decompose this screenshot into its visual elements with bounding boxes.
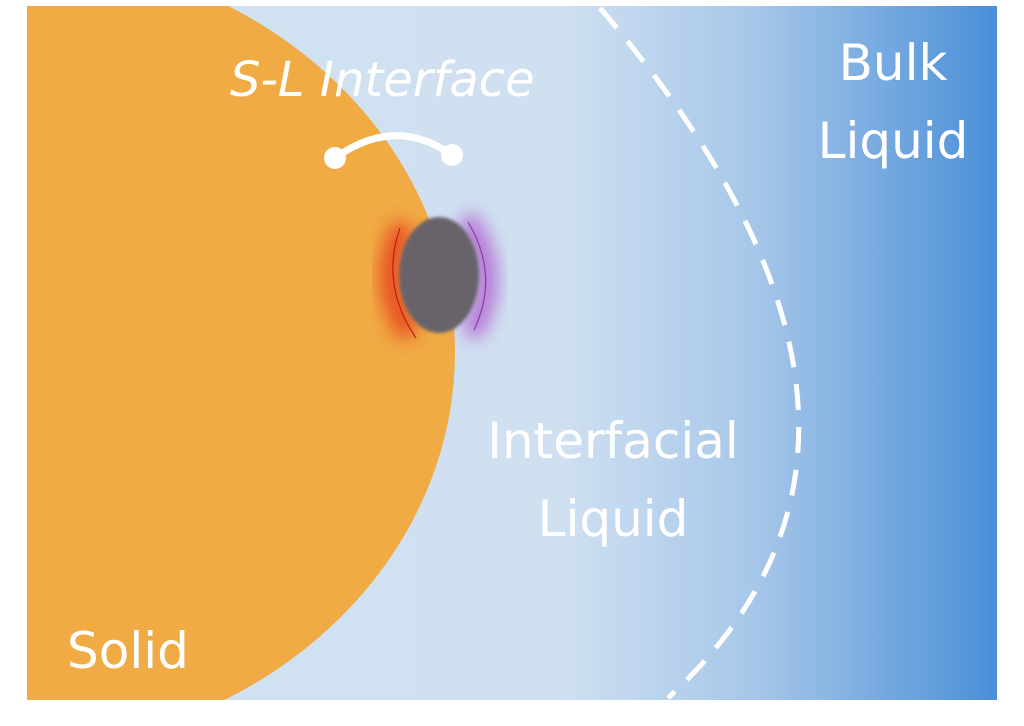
solid-region xyxy=(27,6,455,700)
left-field-line xyxy=(392,227,417,339)
label-bulk: Bulk xyxy=(839,34,948,92)
left-glow xyxy=(380,219,420,341)
label-interfacial-liquid: Liquid xyxy=(538,490,689,548)
adsorbed-particle xyxy=(380,211,498,341)
right-field-line xyxy=(467,221,487,331)
label-solid: Solid xyxy=(67,622,189,680)
label-interfacial: Interfacial xyxy=(487,412,739,470)
particle xyxy=(399,217,479,333)
label-bulk-liquid: Liquid xyxy=(818,112,969,170)
interfacial-boundary-dashed-line xyxy=(598,6,802,700)
label-sl-interface: S-L Interface xyxy=(230,52,535,108)
interface-bracket-icon xyxy=(324,132,463,169)
